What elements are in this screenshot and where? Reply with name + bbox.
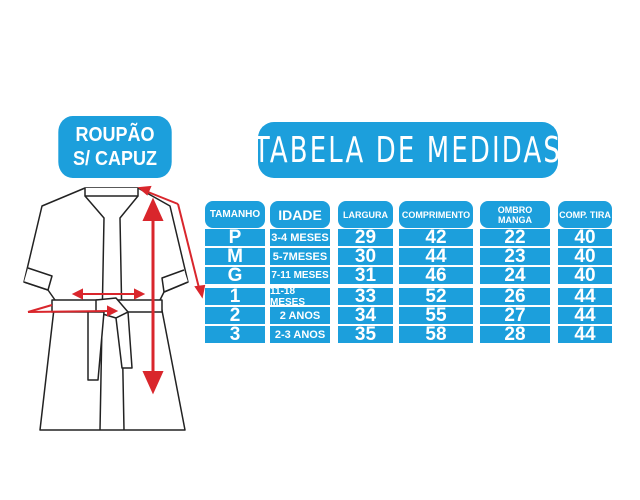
table-cell: 2-3 ANOS [270, 326, 330, 343]
table-cell: 44 [558, 324, 612, 345]
table-cell: 31 [338, 265, 393, 286]
table-cell: 27 [480, 305, 550, 326]
table-cell: 33 [338, 286, 393, 307]
column-header: IDADE [270, 201, 330, 228]
table-cell: 11-18 MESES [270, 286, 330, 308]
table-cell: 44 [399, 246, 473, 267]
table-cell: 26 [480, 286, 550, 307]
table-cell: 55 [399, 305, 473, 326]
table-cell: 2 ANOS [270, 307, 330, 324]
table-cell: 23 [480, 246, 550, 267]
column-header: TAMANHO [205, 201, 265, 228]
table-cell: 2 [205, 305, 265, 326]
table-cell: 58 [399, 324, 473, 345]
table-cell: 44 [558, 305, 612, 326]
table-cell: 1 [205, 286, 265, 307]
table-cell: G [205, 265, 265, 286]
column-header: LARGURA [338, 201, 393, 228]
table-cell: 7-11 MESES [270, 267, 330, 284]
table-cell: 44 [558, 286, 612, 307]
table-cell: 40 [558, 265, 612, 286]
table-cell: 24 [480, 265, 550, 286]
table-cell: 3-4 MESES [270, 229, 330, 246]
table-cell: 42 [399, 227, 473, 248]
table-cell: 34 [338, 305, 393, 326]
table-cell: 3 [205, 324, 265, 345]
table-cell: 22 [480, 227, 550, 248]
column-header: COMP. TIRA [558, 201, 612, 228]
table-cell: 52 [399, 286, 473, 307]
measure-arrows [27, 185, 206, 395]
table-cell: M [205, 246, 265, 267]
column-header: COMPRIMENTO [399, 201, 473, 228]
table-cell: 5-7MESES [270, 248, 330, 265]
table-cell: P [205, 227, 265, 248]
robe-label-line1: ROUPÃO [75, 124, 155, 146]
page-title-text: TABELA DE MEDIDAS [253, 129, 563, 171]
table-cell: 28 [480, 324, 550, 345]
column-header: OMBRO MANGA [480, 201, 550, 228]
table-cell: 30 [338, 246, 393, 267]
table-cell: 29 [338, 227, 393, 248]
table-cell: 40 [558, 227, 612, 248]
table-cell: 40 [558, 246, 612, 267]
table-cell: 46 [399, 265, 473, 286]
table-cell: 35 [338, 324, 393, 345]
page-title: TABELA DE MEDIDAS [254, 122, 560, 178]
robe-label-line2: S/ CAPUZ [72, 148, 158, 170]
